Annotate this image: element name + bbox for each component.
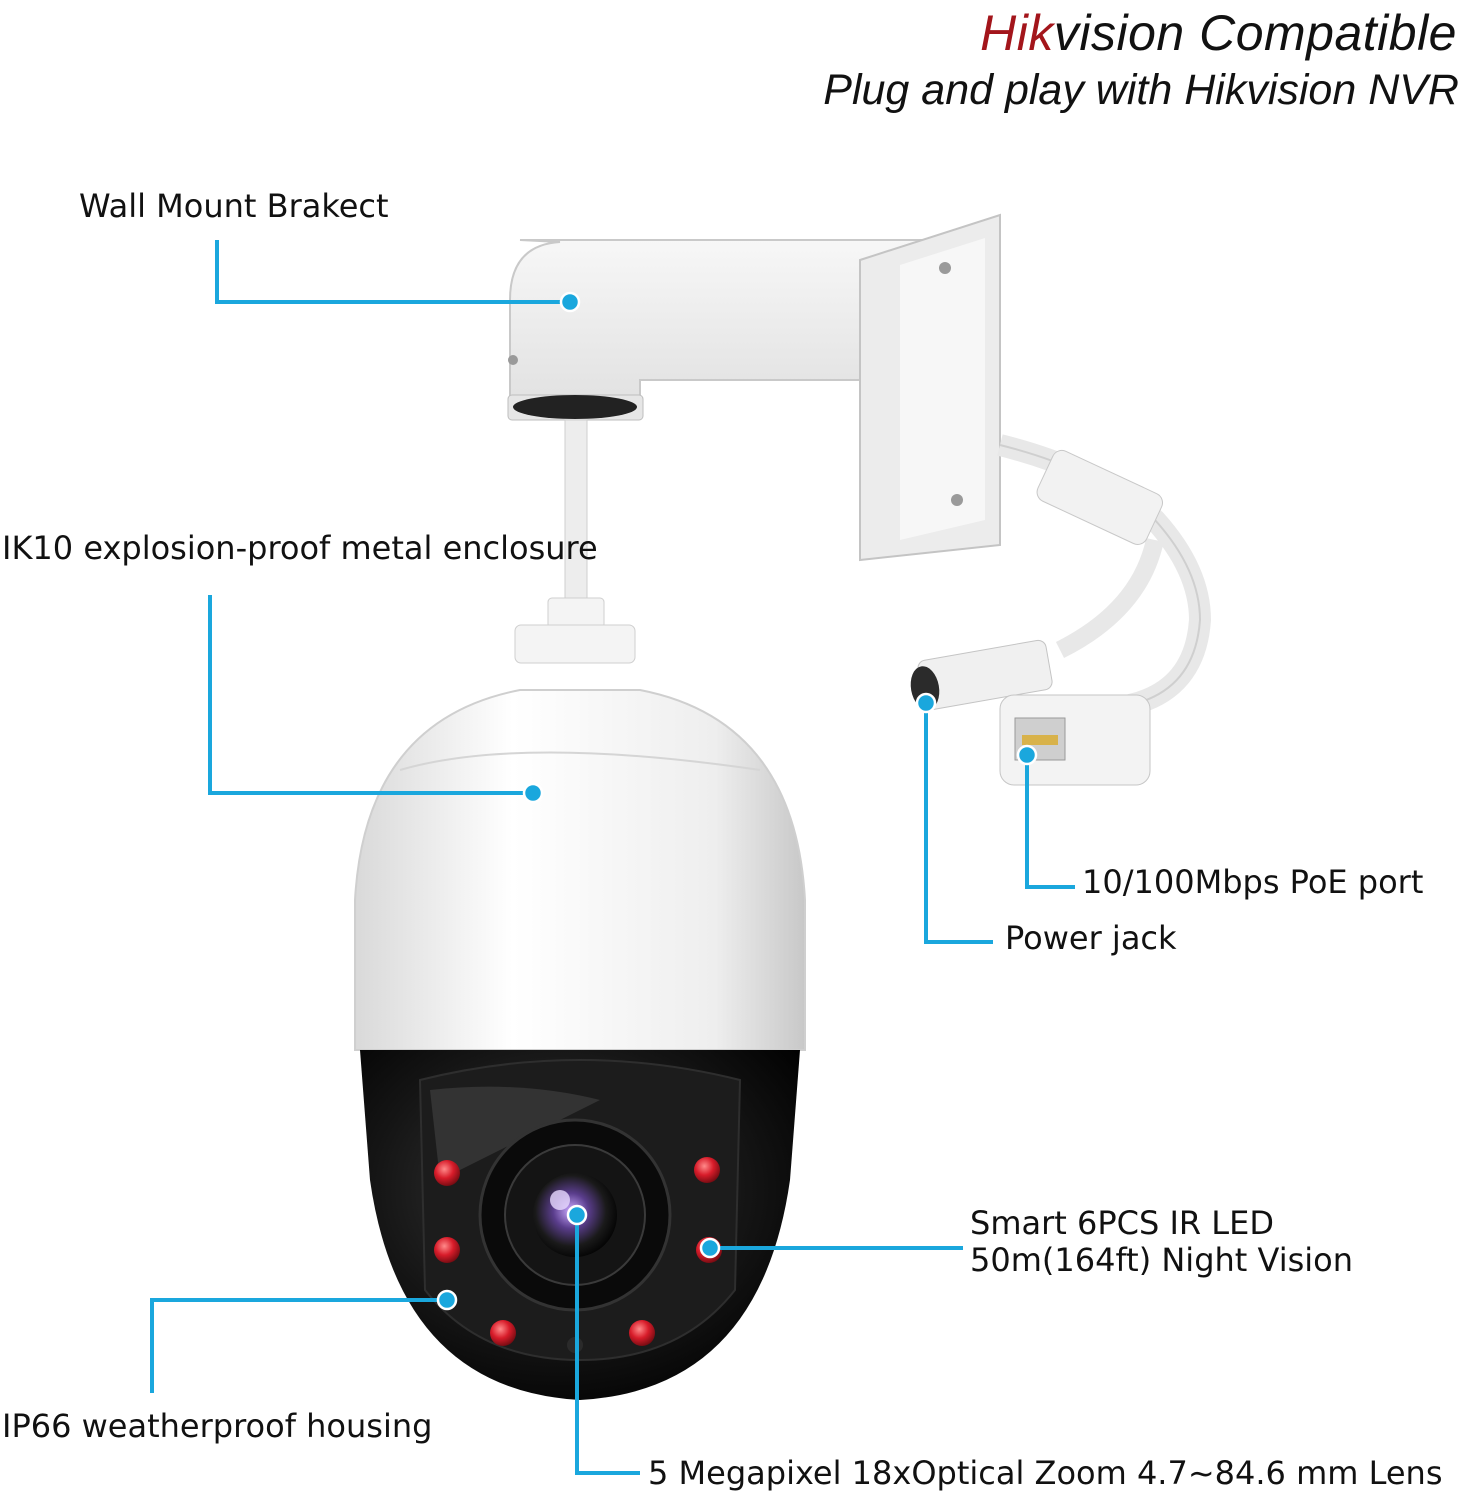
leader-enclosure — [208, 595, 533, 795]
callout-ir-led: Smart 6PCS IR LED 50m(164ft) Night Visio… — [970, 1205, 1353, 1279]
leader-wall-mount — [215, 240, 570, 304]
callout-poe-port: 10/100Mbps PoE port — [1082, 863, 1424, 901]
camera-cable — [514, 419, 636, 664]
ir-led — [694, 1157, 720, 1183]
callout-dot — [559, 291, 581, 313]
page-subtitle: Plug and play with Hikvision NVR — [823, 66, 1459, 114]
callout-ir-led-line2: 50m(164ft) Night Vision — [970, 1240, 1353, 1279]
callout-dot — [699, 1237, 721, 1259]
callout-ir-led-line1: Smart 6PCS IR LED — [970, 1204, 1274, 1242]
callout-leaders — [150, 240, 1075, 1475]
callout-wall-mount: Wall Mount Brakect — [79, 187, 389, 225]
brand-highlight: Hik — [980, 5, 1054, 61]
callout-dot — [522, 782, 544, 804]
ir-led — [434, 1160, 460, 1186]
cable-connectors — [910, 434, 1212, 786]
page-title: Hikvision Compatible — [980, 4, 1457, 62]
ptz-head — [360, 1050, 800, 1400]
leader-power-jack — [924, 703, 993, 944]
callout-dot — [915, 692, 937, 714]
leader-housing — [150, 1298, 447, 1393]
leader-poe-port — [1025, 755, 1075, 889]
leader-lens — [575, 1215, 640, 1475]
callout-dot — [1016, 744, 1038, 766]
callout-enclosure: IK10 explosion-proof metal enclosure — [2, 529, 598, 567]
callout-dot — [566, 1204, 588, 1226]
ir-led — [434, 1237, 460, 1263]
callout-dot — [436, 1289, 458, 1311]
callout-power-jack: Power jack — [1005, 919, 1177, 957]
ir-led — [629, 1320, 655, 1346]
ir-led — [490, 1320, 516, 1346]
title-rest: vision Compatible — [1053, 5, 1457, 61]
callout-lens: 5 Megapixel 18xOptical Zoom 4.7~84.6 mm … — [648, 1454, 1443, 1492]
wall-mount-bracket — [507, 213, 1001, 562]
dome-enclosure — [354, 689, 806, 1051]
callout-housing: IP66 weatherproof housing — [2, 1407, 433, 1445]
